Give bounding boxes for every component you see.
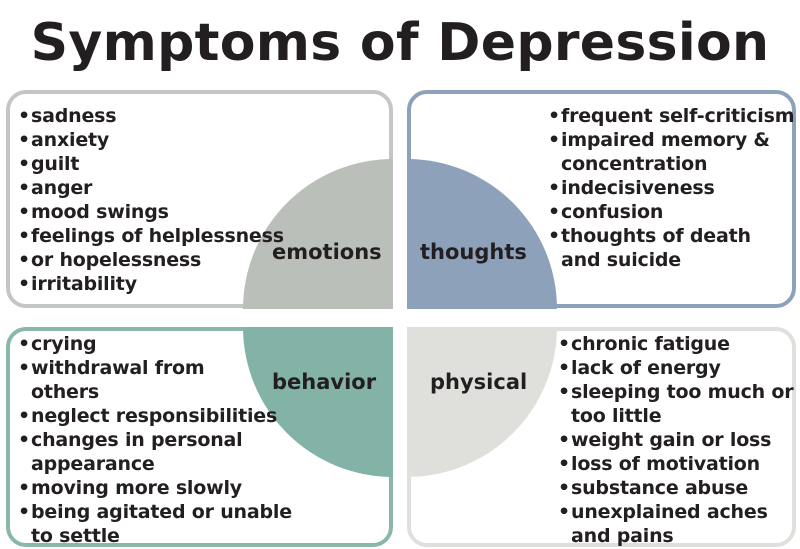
emotions-item: or hopelessness <box>18 248 284 272</box>
thoughts-label: thoughts <box>420 240 527 264</box>
thoughts-item: frequent self-criticism <box>548 104 795 128</box>
behavior-item: withdrawal from others <box>18 356 231 404</box>
emotions-item: guilt <box>18 152 284 176</box>
behavior-item: neglect responsibilities <box>18 404 301 428</box>
behavior-list: crying withdrawal from others neglect re… <box>18 332 301 548</box>
physical-item: sleeping too much or too little <box>558 380 796 428</box>
behavior-item: crying <box>18 332 301 356</box>
physical-item: lack of energy <box>558 356 796 380</box>
emotions-item: mood swings <box>18 200 284 224</box>
physical-item: weight gain or loss <box>558 428 796 452</box>
emotions-label: emotions <box>272 240 382 264</box>
thoughts-item: confusion <box>548 200 794 224</box>
physical-label: physical <box>430 370 528 394</box>
emotions-item: anger <box>18 176 284 200</box>
physical-quarter <box>407 327 557 477</box>
physical-item: unexplained aches and pains <box>558 500 781 548</box>
emotions-item: irritability <box>18 272 284 296</box>
behavior-label: behavior <box>272 370 377 394</box>
behavior-item: moving more slowly <box>18 476 301 500</box>
emotions-list: sadness anxiety guilt anger mood swings … <box>18 104 284 296</box>
thoughts-item: indecisiveness <box>548 176 794 200</box>
thoughts-item: thoughts of death and suicide <box>548 224 786 272</box>
thoughts-item: impaired memory & concentration <box>548 128 786 176</box>
behavior-quarter <box>243 327 393 477</box>
thoughts-list: frequent self-criticism impaired memory … <box>548 104 795 272</box>
physical-item: loss of motivation <box>558 452 796 476</box>
emotions-item: feelings of helplessness <box>18 224 284 248</box>
page-title: Symptoms of Depression <box>30 13 770 73</box>
physical-item: chronic fatigue <box>558 332 796 356</box>
thoughts-quarter <box>407 159 557 309</box>
emotions-item: sadness <box>18 104 284 128</box>
emotions-item: anxiety <box>18 128 284 152</box>
behavior-item: changes in personal appearance <box>18 428 266 476</box>
behavior-item: being agitated or unable to settle <box>18 500 301 548</box>
physical-item: substance abuse <box>558 476 796 500</box>
physical-list: chronic fatigue lack of energy sleeping … <box>558 332 796 548</box>
